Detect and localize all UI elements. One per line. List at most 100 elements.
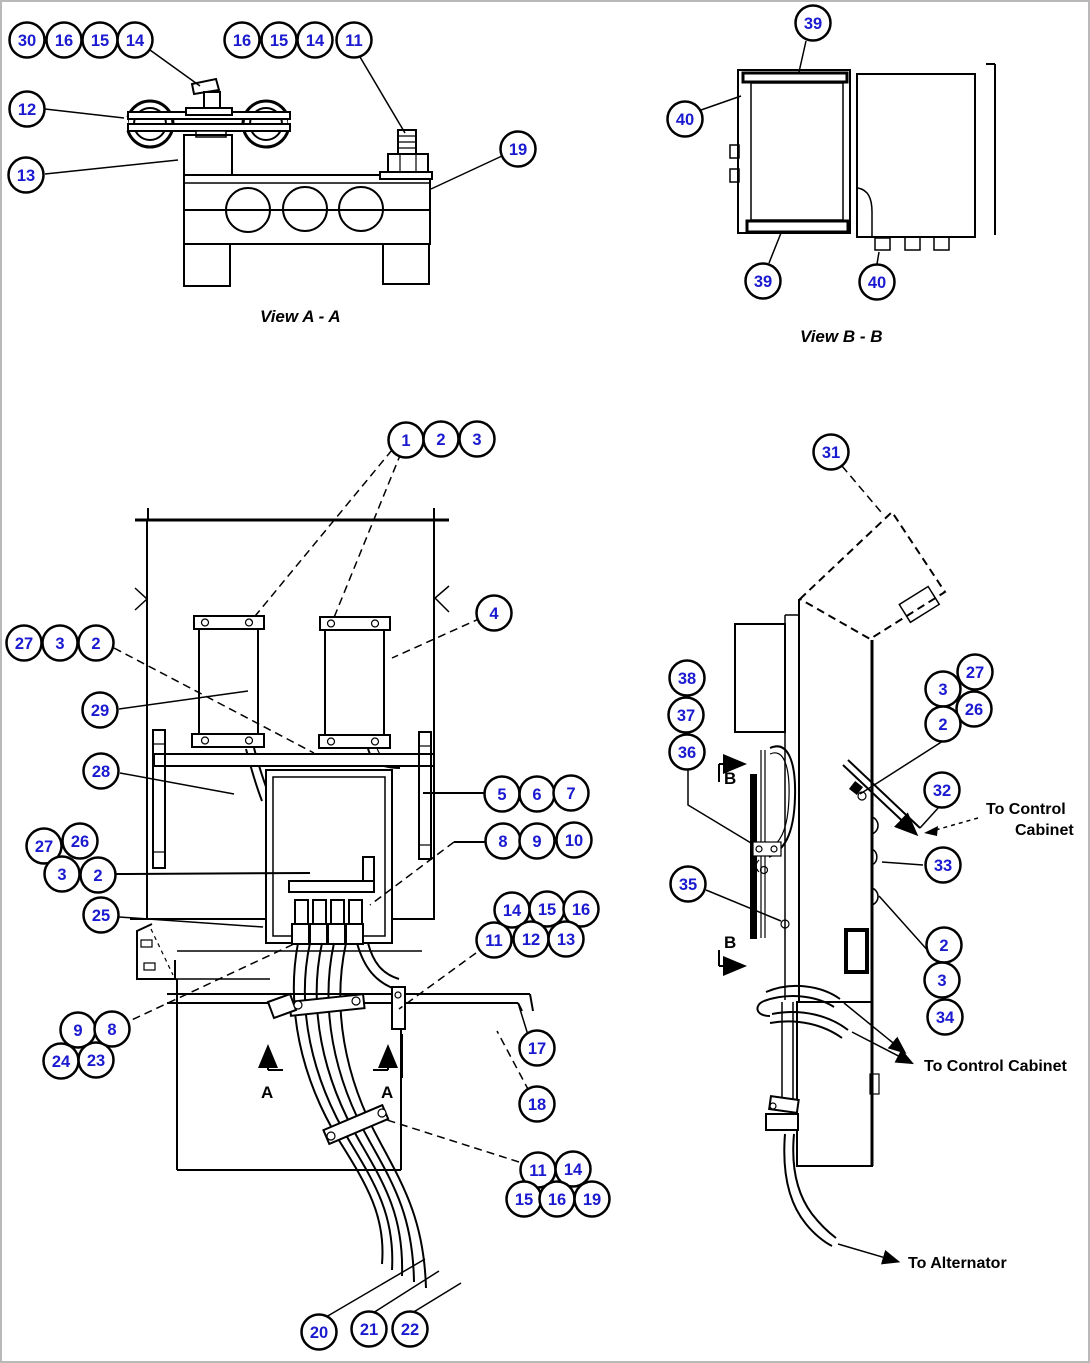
svg-text:15: 15 <box>515 1191 533 1209</box>
balloon-13: 13 <box>7 156 45 194</box>
section-b-markers <box>718 754 747 976</box>
balloon-38: 38 <box>668 659 706 697</box>
svg-text:14: 14 <box>126 32 145 50</box>
balloon-23: 23 <box>77 1041 115 1079</box>
balloon-16: 16 <box>45 21 83 59</box>
svg-text:16: 16 <box>55 32 73 50</box>
svg-text:7: 7 <box>566 785 575 803</box>
svg-text:11: 11 <box>485 932 502 950</box>
svg-text:13: 13 <box>557 931 575 949</box>
balloon-24: 24 <box>42 1042 80 1080</box>
svg-text:35: 35 <box>679 876 697 894</box>
view-a-label: View A - A <box>260 307 341 326</box>
balloon-1: 1 <box>387 421 425 459</box>
balloon-17: 17 <box>518 1029 556 1067</box>
svg-text:38: 38 <box>678 670 696 688</box>
svg-text:15: 15 <box>538 901 556 919</box>
svg-text:23: 23 <box>87 1052 105 1070</box>
svg-text:27: 27 <box>966 664 984 682</box>
balloon-36: 36 <box>668 733 706 771</box>
balloon-3: 3 <box>923 961 961 999</box>
svg-text:17: 17 <box>528 1040 546 1058</box>
svg-text:3: 3 <box>937 972 946 990</box>
svg-text:27: 27 <box>35 838 53 856</box>
main-assembly-drawing <box>113 449 534 1318</box>
svg-text:33: 33 <box>934 857 952 875</box>
svg-text:3: 3 <box>472 431 481 449</box>
svg-text:14: 14 <box>503 902 522 920</box>
balloon-40: 40 <box>666 100 704 138</box>
balloon-32: 32 <box>923 771 961 809</box>
balloon-31: 31 <box>812 433 850 471</box>
balloon-27: 27 <box>956 653 994 691</box>
balloon-39: 39 <box>744 262 782 300</box>
side-assembly-drawing <box>687 465 979 1265</box>
svg-text:32: 32 <box>933 782 951 800</box>
svg-text:2: 2 <box>91 635 100 653</box>
svg-text:13: 13 <box>17 167 35 185</box>
balloon-18: 18 <box>518 1085 556 1123</box>
svg-text:4: 4 <box>489 605 499 623</box>
balloon-25: 25 <box>82 896 120 934</box>
balloon-14: 14 <box>116 21 154 59</box>
svg-text:21: 21 <box>360 1321 378 1339</box>
svg-text:2: 2 <box>939 937 948 955</box>
balloon-8: 8 <box>484 822 522 860</box>
svg-text:29: 29 <box>91 702 109 720</box>
balloon-27: 27 <box>25 827 63 865</box>
balloon-12: 12 <box>8 90 46 128</box>
svg-text:11: 11 <box>345 32 362 50</box>
svg-text:1: 1 <box>401 432 410 450</box>
balloon-10: 10 <box>555 821 593 859</box>
balloon-16: 16 <box>223 21 261 59</box>
balloon-26: 26 <box>61 822 99 860</box>
svg-text:15: 15 <box>91 32 109 50</box>
svg-text:8: 8 <box>498 833 507 851</box>
section-letter-b-top: B <box>724 769 736 788</box>
svg-text:18: 18 <box>528 1096 546 1114</box>
balloon-35: 35 <box>669 865 707 903</box>
to-alternator-annotation: To Alternator <box>908 1255 1007 1272</box>
svg-text:40: 40 <box>676 111 694 129</box>
section-letter-b-bottom: B <box>724 933 736 952</box>
balloon-15: 15 <box>260 21 298 59</box>
ground-rod <box>842 764 919 837</box>
balloon-37: 37 <box>667 696 705 734</box>
svg-text:11: 11 <box>529 1162 546 1180</box>
resistor-panel-right <box>324 629 385 736</box>
to-control-cabinet-annotation-line2: Cabinet <box>1015 822 1074 839</box>
svg-text:16: 16 <box>233 32 251 50</box>
balloon-2: 2 <box>77 624 115 662</box>
balloon-27: 27 <box>5 624 43 662</box>
balloon-29: 29 <box>81 691 119 729</box>
view-b-b-drawing <box>700 40 996 265</box>
balloon-9: 9 <box>518 822 556 860</box>
svg-text:12: 12 <box>18 101 36 119</box>
balloon-40: 40 <box>858 263 896 301</box>
balloon-33: 33 <box>924 846 962 884</box>
svg-text:26: 26 <box>71 833 89 851</box>
cable-bracket <box>391 986 406 1030</box>
svg-text:27: 27 <box>15 635 33 653</box>
svg-text:3: 3 <box>55 635 64 653</box>
balloon-2: 2 <box>422 420 460 458</box>
svg-text:5: 5 <box>497 786 506 804</box>
balloon-14: 14 <box>554 1150 592 1188</box>
svg-text:19: 19 <box>583 1191 601 1209</box>
svg-text:3: 3 <box>938 681 947 699</box>
svg-text:10: 10 <box>565 832 583 850</box>
view-b-label: View B - B <box>800 327 883 346</box>
svg-text:39: 39 <box>754 273 772 291</box>
to-control-cabinet-annotation: To Control Cabinet <box>924 1058 1067 1075</box>
svg-text:31: 31 <box>822 444 840 462</box>
balloon-19: 19 <box>573 1180 611 1218</box>
svg-text:14: 14 <box>306 32 325 50</box>
svg-text:30: 30 <box>18 32 36 50</box>
balloon-6: 6 <box>518 775 556 813</box>
bolt-cap <box>190 77 221 96</box>
tilted-cover <box>798 510 947 641</box>
balloon-3: 3 <box>458 420 496 458</box>
balloon-15: 15 <box>505 1180 543 1218</box>
